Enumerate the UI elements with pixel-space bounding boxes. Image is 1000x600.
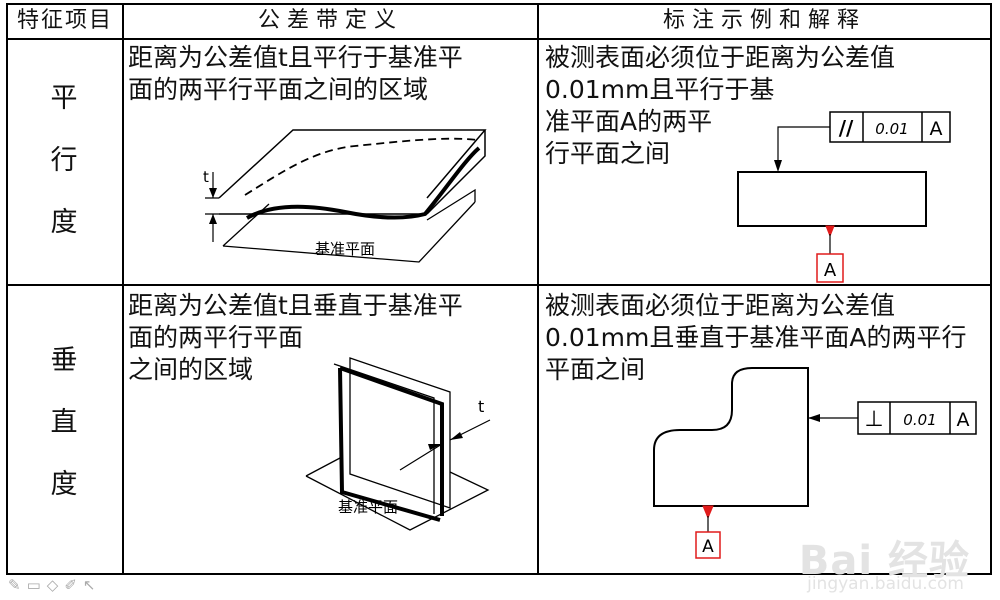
- part-l-block: [653, 367, 809, 507]
- datum-reference: A: [957, 409, 970, 431]
- feature-perpendicularity: 垂 直 度: [50, 345, 78, 500]
- column-divider-1: [122, 3, 124, 575]
- column-divider-2: [537, 3, 539, 575]
- part-block: [737, 171, 927, 227]
- datum-label: A: [824, 260, 837, 281]
- tablet-icon[interactable]: ▭: [26, 576, 47, 594]
- tolerance-value: 0.01: [903, 411, 936, 429]
- example-text-perpendicular: 被测表面必须位于距离为公差值 0.01mm且垂直于基准平面A的两平行 平面之间: [545, 291, 967, 384]
- feature-control-frame: [829, 111, 951, 143]
- watermark-url: jingyan.baidu.com: [807, 574, 964, 594]
- perpendicular-example-figure: ⊥ 0.01 A A: [653, 367, 977, 559]
- row-divider: [6, 284, 992, 286]
- pointer-icon[interactable]: ↖: [82, 576, 102, 594]
- table-bottom-border: [6, 573, 992, 575]
- datum-plane-label: 基准平面: [315, 240, 375, 258]
- t-label: t: [203, 168, 209, 186]
- example-text-parallel: 被测表面必须位于距离为公差值 0.01mm且平行于基 准平面A的两平 行平面之间: [545, 43, 896, 168]
- t-label: t: [478, 397, 484, 416]
- definition-text-parallel: 距离为公差值t且平行于基准平 面的两平行平面之间的区域: [128, 43, 463, 104]
- feature-control-frame: [857, 401, 977, 435]
- datum-box: [695, 531, 721, 559]
- perpendicular-symbol-icon: ⊥: [864, 407, 883, 432]
- feature-parallelism: 平 行 度: [50, 83, 78, 238]
- table-top-border: [6, 3, 992, 5]
- datum-plane-label: 基准平面: [338, 498, 398, 516]
- table-right-border: [990, 3, 992, 575]
- brush-icon[interactable]: ✐: [64, 576, 83, 594]
- table-left-border: [6, 3, 8, 575]
- datum-triangle-icon: [825, 225, 835, 238]
- datum-triangle-icon: [702, 505, 714, 520]
- header-feature: 特征项目: [16, 8, 113, 33]
- parallel-example-figure: // 0.01 A A: [737, 111, 951, 283]
- perpendicular-zone-figure: t 基准平面: [305, 357, 491, 531]
- definition-text-perpendicular: 距离为公差值t且垂直于基准平 面的两平行平面 之间的区域: [128, 291, 463, 384]
- watermark-brand: Bai 经验: [798, 538, 970, 584]
- baidu-jingyan-watermark: Bai 经验 jingyan.baidu.com: [798, 528, 970, 594]
- tolerance-value: 0.01: [875, 120, 908, 138]
- eraser-icon[interactable]: ◇: [46, 576, 65, 594]
- header-divider: [6, 38, 992, 40]
- parallel-zone-figure: t 基准平面: [203, 129, 487, 263]
- datum-reference: A: [930, 118, 943, 140]
- datum-label: A: [702, 537, 714, 557]
- annotation-toolbar: ✎▭◇✐↖: [8, 576, 101, 594]
- datum-box: [816, 253, 844, 283]
- parallel-symbol-icon: //: [839, 116, 854, 140]
- pen-icon[interactable]: ✎: [8, 576, 27, 594]
- header-definition: 公差带定义: [257, 8, 403, 33]
- header-example: 标注示例和解释: [662, 8, 866, 33]
